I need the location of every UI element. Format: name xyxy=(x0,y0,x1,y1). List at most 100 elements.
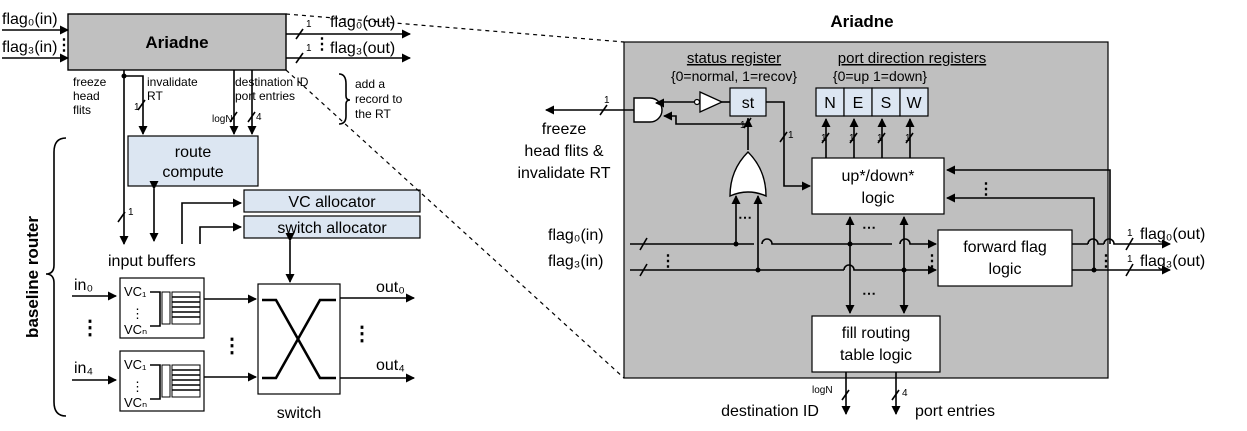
add-record-label-3: the RT xyxy=(355,107,391,121)
st-label: st xyxy=(742,95,755,112)
svg-text:⋮: ⋮ xyxy=(660,253,676,270)
reg-n-label: N xyxy=(824,95,836,112)
left-flag-inputs: flag₀(in) flag₃(in) ⋮ xyxy=(2,11,72,63)
reg-n xyxy=(815,87,845,117)
svg-text:1: 1 xyxy=(1127,254,1133,265)
svg-text:⋮: ⋮ xyxy=(978,181,994,198)
allocators: VC allocator switch allocator xyxy=(149,181,421,283)
port-direction-values: {0=up 1=down} xyxy=(833,68,928,84)
freeze-label-3: flits xyxy=(73,103,91,117)
add-record-label-1: add a xyxy=(355,77,385,91)
status-register-values: {0=normal, 1=recov} xyxy=(671,68,797,84)
right-flag3-in: flag₃(in) xyxy=(548,253,603,270)
svg-text:⋮: ⋮ xyxy=(131,306,144,321)
svg-text:1: 1 xyxy=(788,130,794,141)
freeze-logic: 1 1 1 freeze head flits & invalidate RT xyxy=(517,90,811,191)
out4-label: out₄ xyxy=(376,357,405,374)
left-out-dots: ⋮ xyxy=(314,36,330,53)
svg-text:1: 1 xyxy=(1127,228,1133,239)
crossbar-switch: switch out₀ out₄ ⋮ xyxy=(257,279,415,422)
right-title: Ariadne xyxy=(830,12,893,31)
buffer0-vc1: VC₁ xyxy=(124,284,147,299)
forward-flag-label-2: logic xyxy=(989,261,1022,278)
dest-id-label: destination ID xyxy=(235,75,309,89)
buffer4-vcn: VCₙ xyxy=(124,395,147,410)
st-register: st xyxy=(729,87,767,117)
left-out-width-0: 1 xyxy=(306,19,312,30)
svg-text:1: 1 xyxy=(604,95,610,106)
in4-label: in₄ xyxy=(74,360,93,377)
forward-flag-box xyxy=(937,229,1073,287)
port-entries-label-right: port entries xyxy=(915,403,995,420)
dest-width: logN xyxy=(212,114,233,125)
reg-s xyxy=(871,87,901,117)
fill-routing-label-1: fill routing xyxy=(842,325,910,342)
freeze-out-label-2: head flits & xyxy=(524,143,603,160)
updown-logic-box xyxy=(811,157,945,215)
reg-e-label: E xyxy=(853,95,864,112)
in0-label: in₀ xyxy=(74,277,93,294)
buffer0-vcn: VCₙ xyxy=(124,322,147,337)
ariadne-box-title: Ariadne xyxy=(145,33,208,52)
svg-text:1: 1 xyxy=(905,133,911,144)
destination-id-label: destination ID xyxy=(721,403,819,420)
left-in-dots: ⋮ xyxy=(56,37,72,54)
svg-text:logN: logN xyxy=(812,385,833,396)
updown-label-2: logic xyxy=(862,190,895,207)
left-flag0-in-label: flag₀(in) xyxy=(2,11,58,28)
ariadne-box xyxy=(67,13,287,71)
right-flag3-out: flag₃(out) xyxy=(1140,253,1205,270)
svg-text:⋮: ⋮ xyxy=(1098,253,1114,270)
st-box xyxy=(729,87,767,117)
add-record-label-2: record to xyxy=(355,92,403,106)
fill-routing-box xyxy=(811,315,941,373)
svg-text:1: 1 xyxy=(849,133,855,144)
svg-text:⋯: ⋯ xyxy=(738,209,752,225)
buffer4-vc1: VC₁ xyxy=(124,357,147,372)
updown-label-1: up*/down* xyxy=(842,168,915,185)
freeze-label-2: head xyxy=(73,89,100,103)
svg-text:⋯: ⋯ xyxy=(862,219,876,235)
svg-text:1: 1 xyxy=(877,133,883,144)
reg-w-label: W xyxy=(906,95,922,112)
reg-w xyxy=(899,87,929,117)
left-flag3-in-label: flag₃(in) xyxy=(2,39,57,56)
input-port-dots: ⋮ xyxy=(80,317,100,339)
route-compute-box xyxy=(127,135,259,187)
switch-label: switch xyxy=(277,405,321,422)
input-buffer-0: VC₁ ⋮ VCₙ xyxy=(119,277,205,339)
right-flag0-out: flag₀(out) xyxy=(1140,226,1205,243)
input-ports: in₀ in₄ ⋮ VC₁ ⋮ VCₙ VC₁ ⋮ VCₙ ⋮ xyxy=(72,277,257,412)
input-buffer-4: VC₁ ⋮ VCₙ xyxy=(119,350,205,412)
route-compute-label-1: route xyxy=(175,144,212,161)
input-buffers-label: input buffers xyxy=(108,253,196,270)
or-gate-shape xyxy=(729,151,767,198)
route-compute-block: route compute xyxy=(127,135,259,187)
freeze-label-1: freeze xyxy=(73,75,107,89)
port-entries-label: port entries xyxy=(235,89,295,103)
freeze-out-label-1: freeze xyxy=(542,121,587,138)
svg-text:⋯: ⋯ xyxy=(862,285,876,301)
register-labels: status register {0=normal, 1=recov} port… xyxy=(671,50,986,84)
invalidate-label-2: RT xyxy=(147,89,163,103)
reg-s-label: S xyxy=(881,95,892,112)
fill-routing-label-2: table logic xyxy=(840,347,912,364)
buffer-dots: ⋮ xyxy=(222,335,242,357)
left-ariadne-block: Ariadne xyxy=(67,13,287,71)
port-registers: N E S W 1 1 1 1 xyxy=(815,87,929,158)
left-out-width-3: 1 xyxy=(306,43,312,54)
left-flag0-out-label: flag₀(out) xyxy=(330,14,395,31)
freeze-width: 1 xyxy=(128,207,134,218)
invalidate-label-1: invalidate xyxy=(147,75,198,89)
status-register-label: status register xyxy=(687,50,781,67)
vc-allocator-box xyxy=(243,189,421,213)
left-flag-outputs: 1 1 flag₀(out) flag₃(out) ⋮ xyxy=(286,14,411,64)
left-ariadne-outputs: freeze head flits invalidate RT destinat… xyxy=(73,70,403,245)
route-compute-label-2: compute xyxy=(162,164,223,181)
switch-allocator-box xyxy=(243,215,421,239)
port-width: 4 xyxy=(256,112,262,123)
baseline-router-brace: baseline router xyxy=(23,137,67,417)
fill-routing-logic: ⋯ fill routing table logic logN 4 destin… xyxy=(721,244,995,420)
forward-flag-logic: forward flag logic 1 1 ⋮ flag₀(out) flag… xyxy=(937,226,1205,287)
